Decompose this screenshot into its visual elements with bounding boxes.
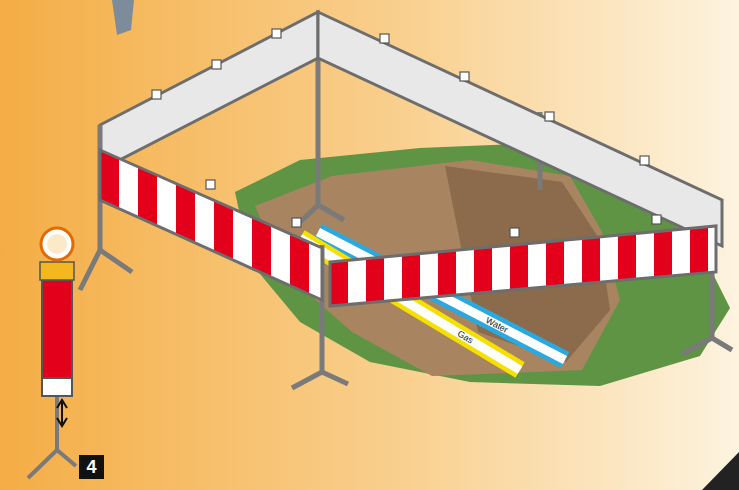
panel-clips — [206, 180, 661, 237]
cone-piece — [112, 0, 134, 35]
barrier-panel — [318, 12, 722, 246]
barrier-panel — [100, 12, 318, 170]
barrier-stands — [80, 125, 732, 388]
callout-number: 4 — [79, 455, 104, 479]
warning-barrier — [100, 150, 322, 300]
panel-clips — [152, 29, 649, 165]
lamp-barrier — [28, 228, 76, 478]
warning-barrier — [330, 226, 716, 306]
corner-mark — [702, 452, 739, 490]
callout-text: 4 — [86, 457, 96, 477]
